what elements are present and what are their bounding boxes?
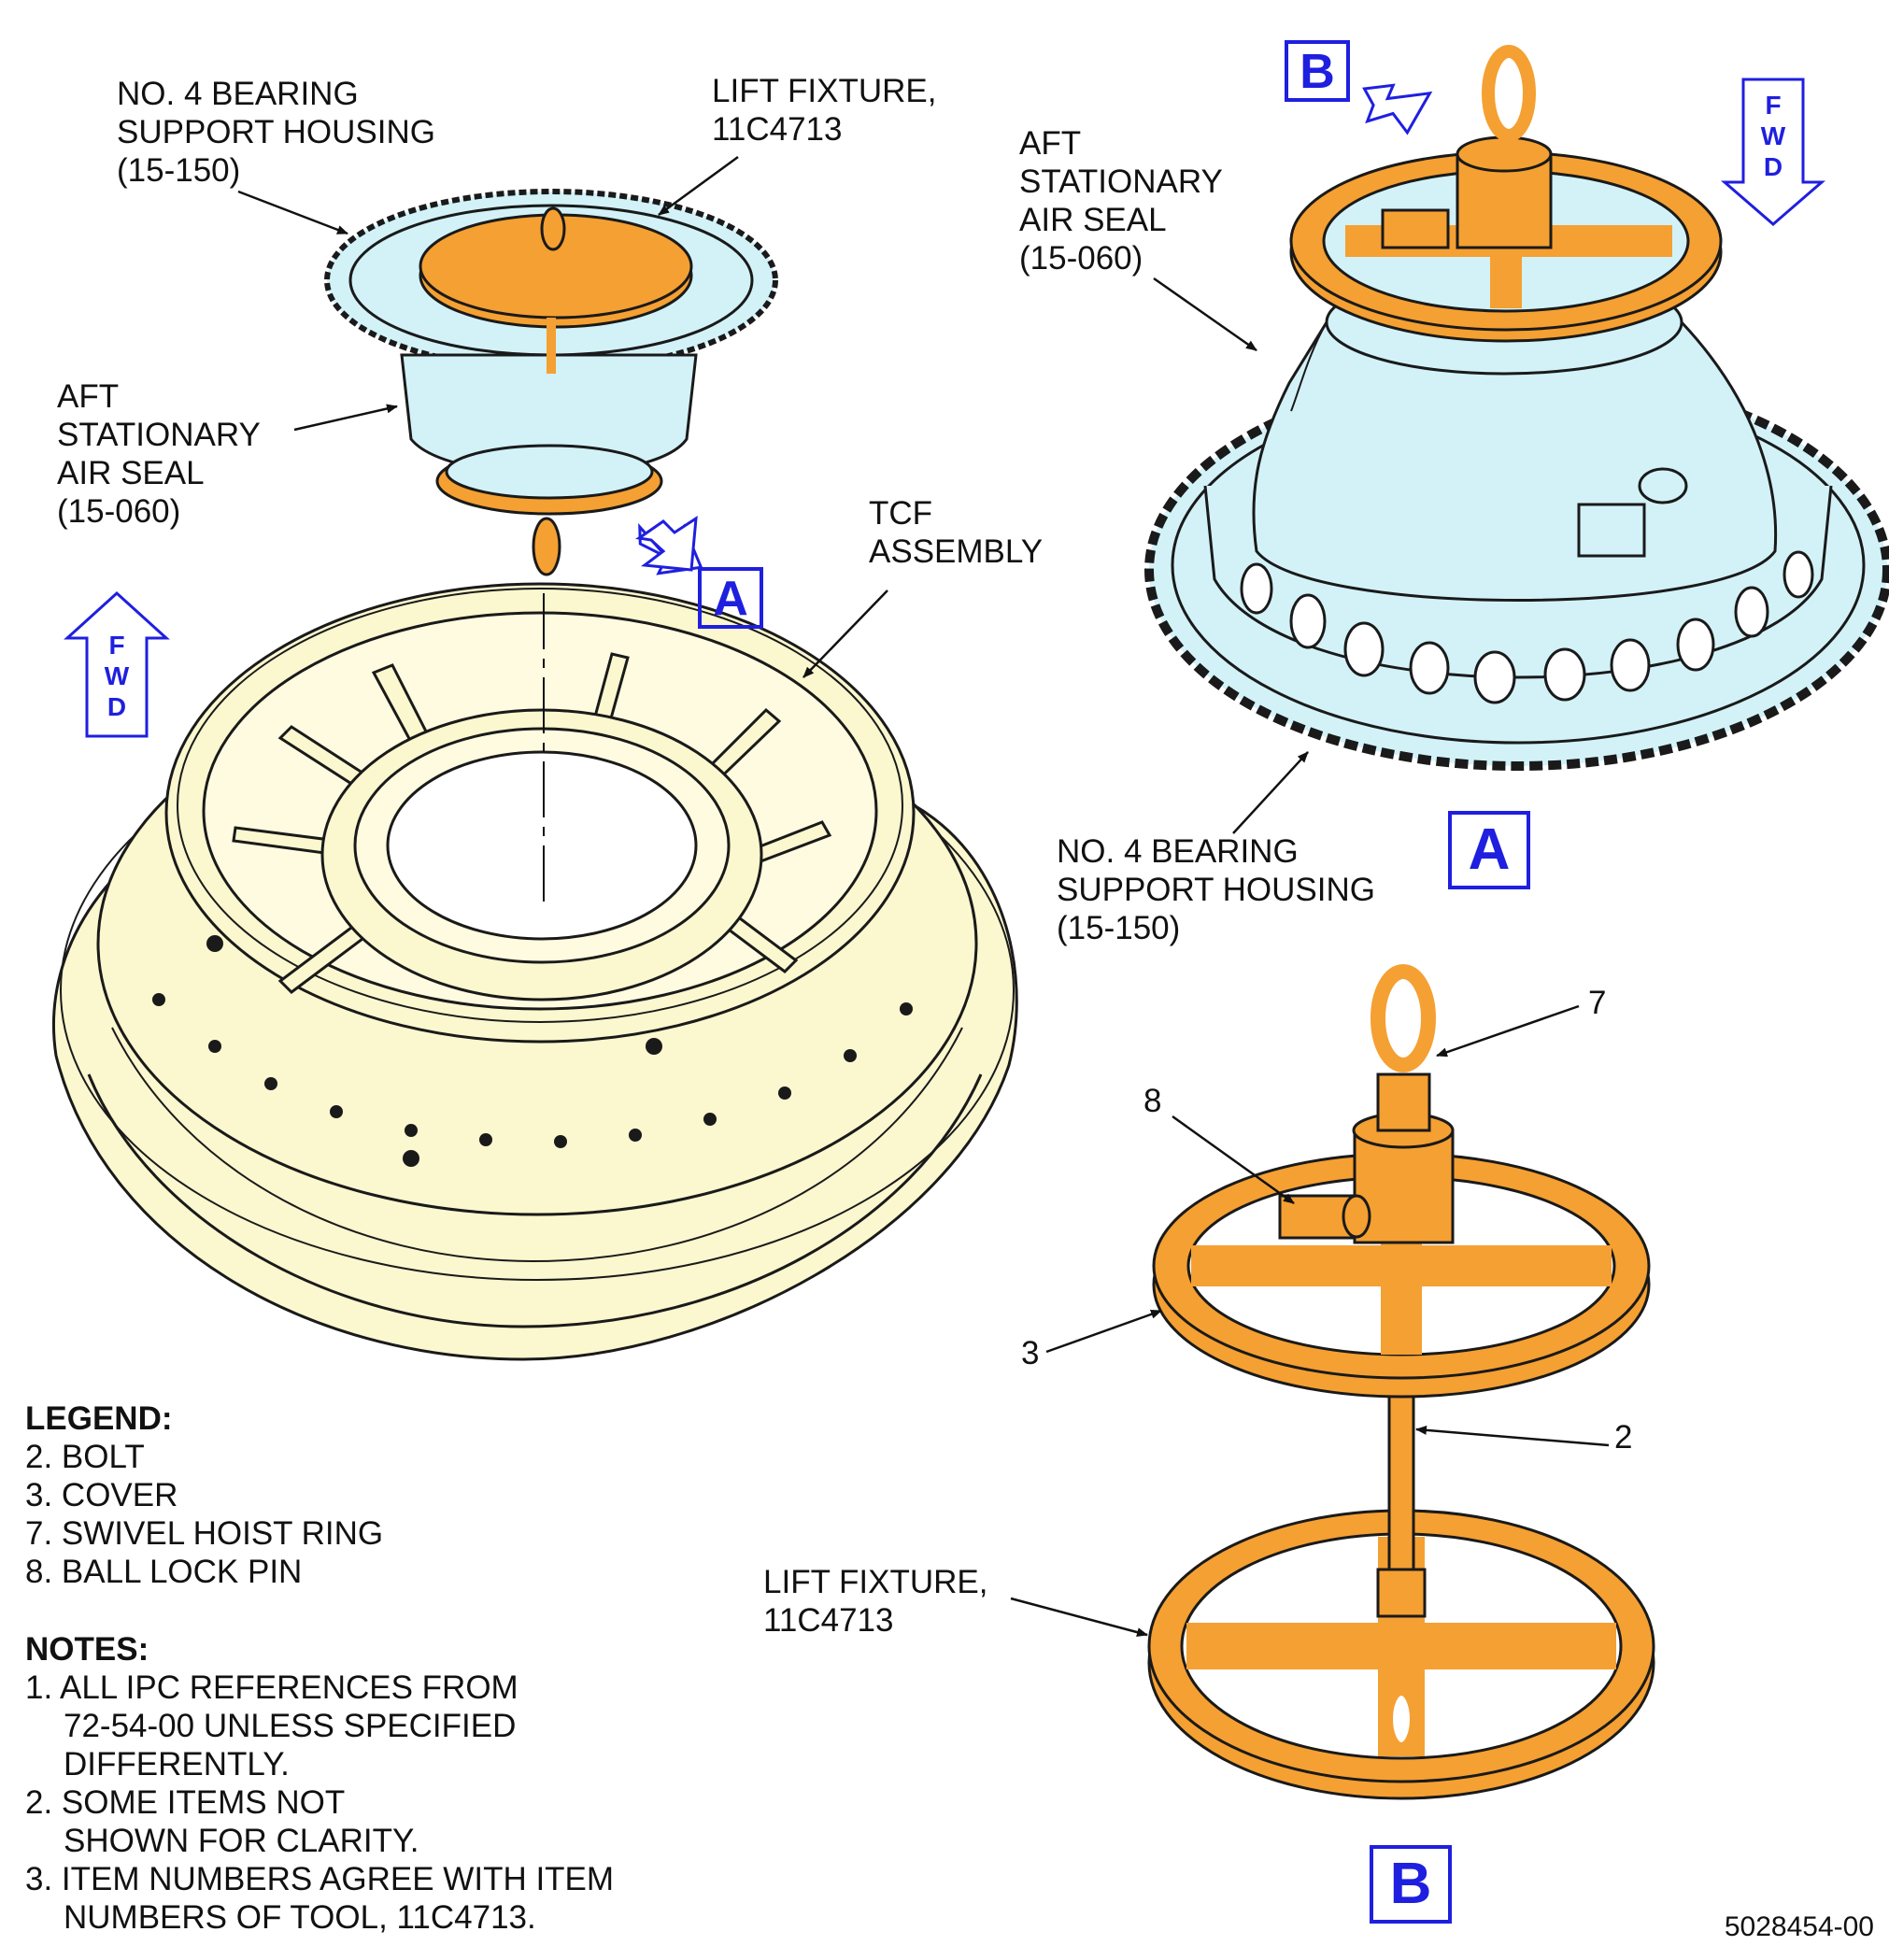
view-tag-b-bottom: B xyxy=(1370,1845,1452,1924)
legend-title: LEGEND: xyxy=(25,1400,173,1437)
fwd-arrow-right-d: D xyxy=(1764,152,1782,181)
note-3-line-2: NUMBERS OF TOOL, 11C4713. xyxy=(64,1899,536,1936)
note-1-line-3: DIFFERENTLY. xyxy=(64,1746,290,1782)
view-tag-a-left: A xyxy=(698,567,763,629)
note-2-line-2: SHOWN FOR CLARITY. xyxy=(64,1823,419,1859)
item-number-3: 3 xyxy=(1021,1335,1040,1371)
detail-b-illustration xyxy=(1147,964,1655,1800)
view-arrow-a-left xyxy=(635,516,698,572)
legend-item: 3. COVER xyxy=(25,1477,178,1513)
legend-notes-block: LEGEND: 2. BOLT 3. COVER 7. SWIVEL HOIST… xyxy=(25,1399,614,1937)
label-lift-fixture-bottom: LIFT FIXTURE, 11C4713 xyxy=(763,1564,988,1639)
fwd-arrow-left-f: F xyxy=(108,631,124,660)
fwd-arrow-left-d: D xyxy=(107,692,126,721)
leader-aft-seal-right xyxy=(1153,277,1257,352)
item-number-7: 7 xyxy=(1588,985,1607,1021)
view-tag-b-top: B xyxy=(1285,40,1350,102)
label-bearing-housing-left: NO. 4 BEARING SUPPORT HOUSING (15-150) xyxy=(117,76,435,189)
figure-number: 5028454-00 xyxy=(1724,1911,1874,1942)
detail-a-illustration xyxy=(1144,45,1889,771)
leader-lines xyxy=(237,155,1610,1637)
legend-item: 2. BOLT xyxy=(25,1439,145,1475)
leader-item-7 xyxy=(1436,1004,1580,1058)
fwd-arrow-right: F W D xyxy=(1720,78,1826,226)
notes-title: NOTES: xyxy=(25,1631,149,1668)
label-aft-seal-right: AFT STATIONARY AIR SEAL (15-060) xyxy=(1019,125,1223,277)
leader-lift-fixture-bottom xyxy=(1010,1597,1148,1637)
note-1-line-2: 72-54-00 UNLESS SPECIFIED xyxy=(64,1708,517,1744)
label-aft-seal-left: AFT STATIONARY AIR SEAL (15-060) xyxy=(57,378,261,530)
label-lift-fixture-top: LIFT FIXTURE, 11C4713 xyxy=(712,73,937,148)
fwd-arrow-right-w: W xyxy=(1761,121,1786,150)
item-number-2: 2 xyxy=(1614,1419,1633,1456)
view-tag-a-right: A xyxy=(1448,811,1530,889)
leader-lift-fixture-top xyxy=(658,155,739,217)
fwd-arrow-right-f: F xyxy=(1765,91,1781,120)
fwd-arrow-left: F W D xyxy=(64,590,170,738)
leader-item-3 xyxy=(1045,1309,1162,1354)
label-bearing-housing-right: NO. 4 BEARING SUPPORT HOUSING (15-150) xyxy=(1057,833,1375,946)
tcf-assembly-illustration xyxy=(51,582,1018,1361)
label-tcf-assembly: TCF ASSEMBLY xyxy=(869,495,1044,570)
leader-bearing-left xyxy=(237,190,348,235)
note-3-line-1: 3. ITEM NUMBERS AGREE WITH ITEM xyxy=(25,1861,615,1897)
leader-item-8 xyxy=(1172,1115,1295,1205)
leader-item-2 xyxy=(1415,1425,1610,1447)
leader-tcf xyxy=(802,589,888,678)
legend-item: 7. SWIVEL HOIST RING xyxy=(25,1515,384,1552)
fwd-arrow-left-w: W xyxy=(105,661,130,690)
leader-aft-seal-left xyxy=(293,404,398,432)
leader-bearing-right xyxy=(1232,751,1309,834)
bearing-housing-small-illustration xyxy=(324,189,778,576)
legend-item: 8. BALL LOCK PIN xyxy=(25,1554,303,1590)
view-arrow-b-top xyxy=(1362,83,1433,135)
note-2-line-1: 2. SOME ITEMS NOT xyxy=(25,1784,346,1821)
item-number-8: 8 xyxy=(1143,1083,1162,1119)
note-1-line-1: 1. ALL IPC REFERENCES FROM xyxy=(25,1669,518,1706)
